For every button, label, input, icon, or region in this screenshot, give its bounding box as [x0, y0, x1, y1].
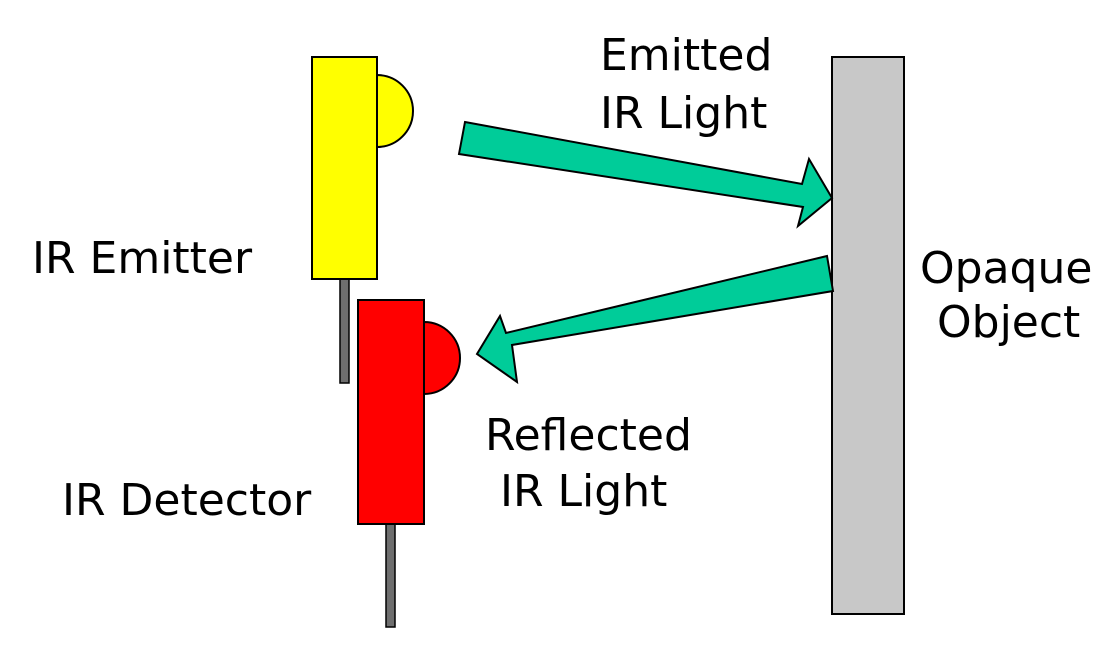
ir-emitter [311, 56, 414, 280]
opaque-object [831, 56, 905, 615]
emitter-body [311, 56, 378, 280]
detector-label: IR Detector [62, 475, 312, 526]
reflected-ir-arrow [475, 254, 835, 385]
object-label-line1: Opaque [920, 243, 1092, 294]
emitter-lens [376, 73, 414, 149]
detector-lens [423, 320, 461, 396]
detector-lead [385, 521, 396, 628]
reflected-light-label-line2: IR Light [500, 466, 667, 517]
emitter-label: IR Emitter [32, 233, 253, 284]
reflected-light-label-line1: Reflected [485, 410, 692, 461]
object-label-line2: Object [937, 297, 1080, 348]
emitter-lead [339, 275, 350, 384]
detector-body [357, 299, 425, 525]
emitted-ir-arrow [457, 120, 834, 229]
emitted-light-label-line1: Emitted [600, 30, 772, 81]
emitted-light-label-line2: IR Light [600, 88, 767, 139]
ir-detector [357, 299, 461, 525]
